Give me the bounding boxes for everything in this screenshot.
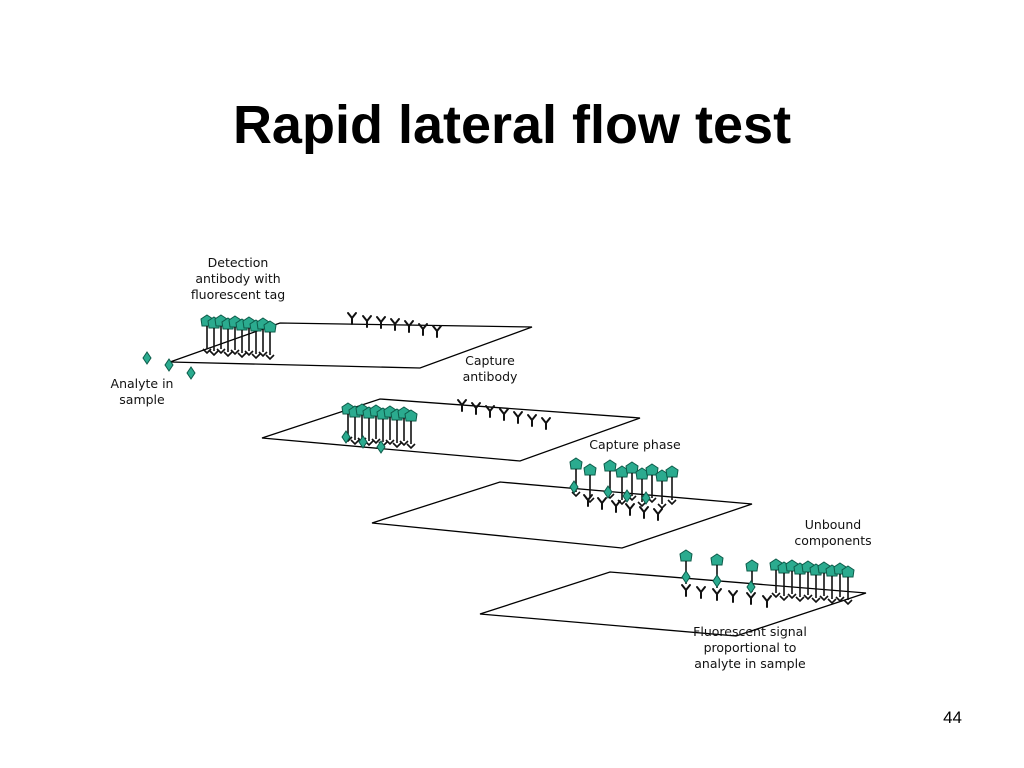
test-strip-3 — [371, 481, 753, 549]
label-capture-antibody: Capture antibody — [462, 353, 518, 384]
capture-antibody-line-1 — [347, 312, 442, 338]
unbound-cluster — [769, 558, 855, 605]
label-fluorescent-signal: Fluorescent signal proportional to analy… — [693, 624, 807, 671]
tagged-antibody-cluster-2 — [341, 402, 418, 449]
tagged-antibody-cluster-1 — [200, 314, 277, 360]
label-capture-phase: Capture phase — [589, 437, 681, 452]
label-detection-antibody: Detection antibody with fluorescent tag — [190, 255, 286, 302]
test-strip-1 — [169, 322, 533, 369]
label-analyte: Analyte in sample — [110, 376, 174, 407]
slide-title: Rapid lateral flow test — [232, 95, 792, 156]
bound-analyte-2 — [341, 430, 386, 454]
label-unbound-components: Unbound components — [794, 517, 872, 548]
test-strip-2 — [261, 398, 641, 462]
test-strip-4 — [479, 571, 867, 637]
page-number: 44 — [943, 708, 962, 727]
capture-antibody-line-2 — [457, 399, 551, 430]
signal-line — [679, 549, 772, 608]
